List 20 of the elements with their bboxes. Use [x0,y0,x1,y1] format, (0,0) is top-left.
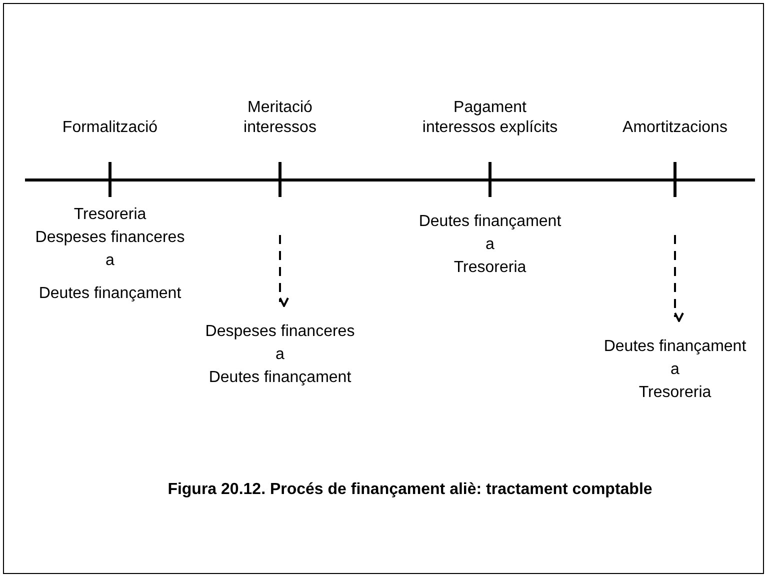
dashed-arrow [674,235,684,322]
entry-text: Deutes finançament [602,337,748,357]
entry-text: Deutes finançament [418,212,562,232]
entry-text: Tresoreria [638,383,712,403]
entry-text: Despeses financeres [34,228,186,248]
entry-text: a [484,235,496,255]
entry-text: a [670,360,680,380]
entry-text: Despeses financeres [204,322,356,342]
entry-text: a [274,345,286,365]
tick-label: Meritació interessos [242,98,318,138]
figure-caption: Figura 20.12. Procés de finançament aliè: tractament comptable [166,480,654,500]
entry-text: Deutes finançament [38,284,182,304]
tick-label: Pagament interessos explícits [421,98,559,138]
tick-label: Amortitzacions [622,118,728,138]
entry-text: Deutes finançament [208,368,352,388]
entry-text: Tresoreria [72,205,148,225]
entry-text: Tresoreria [452,258,528,278]
dashed-arrow [279,235,289,307]
entry-text: a [104,251,116,271]
tick-label: Formalització [61,118,159,138]
